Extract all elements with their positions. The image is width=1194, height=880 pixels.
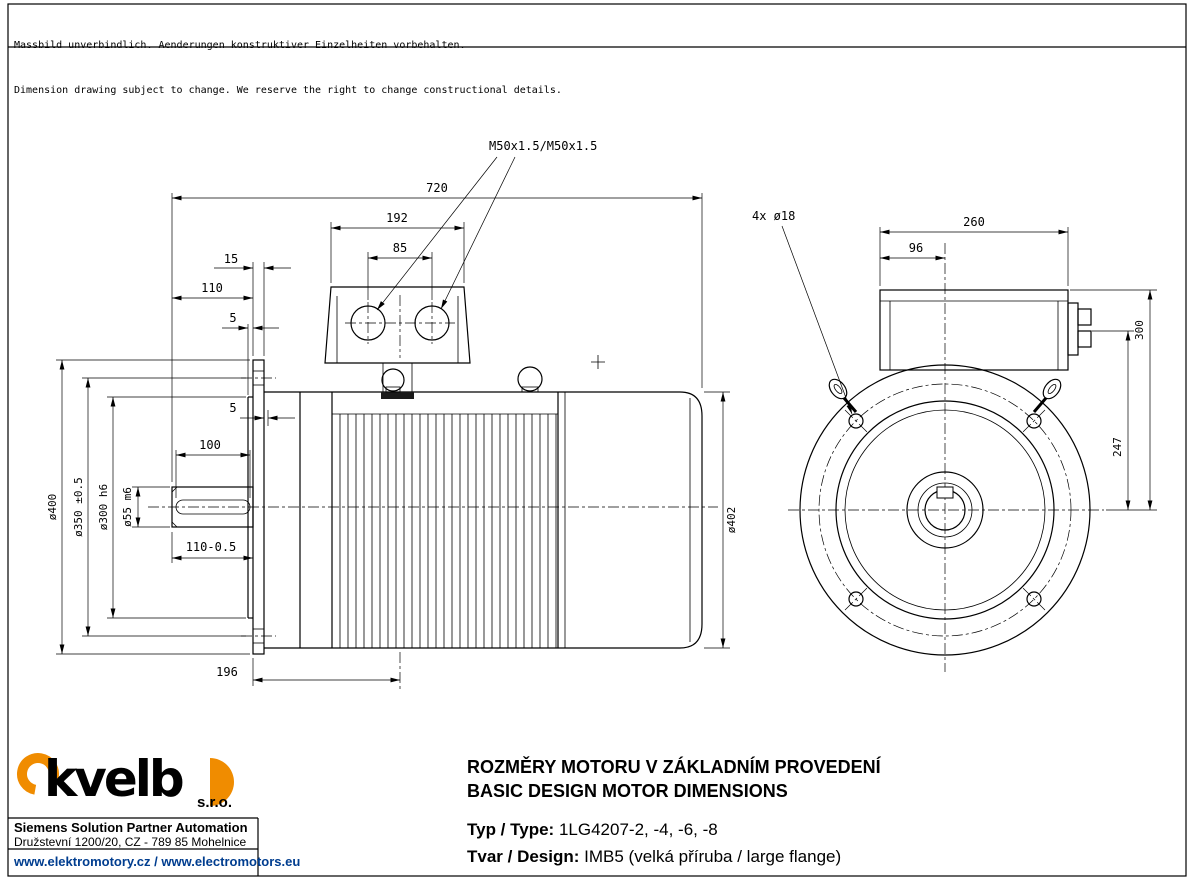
design-value: IMB5 (velká příruba / large flange) — [584, 847, 842, 866]
bolt-circle — [818, 383, 1072, 637]
side-view-dimensions: 720 192 85 15 110 5 — [46, 139, 738, 690]
design-label: Tvar / Design: — [467, 847, 580, 866]
type-value: 1LG4207-2, -4, -6, -8 — [558, 820, 718, 839]
lifting-eye — [381, 368, 405, 392]
dim-bolt-circle-dia: ø350 ±0.5 — [72, 477, 85, 537]
dim-box-length: 192 — [386, 211, 408, 225]
type-label: Typ / Type: — [467, 820, 555, 839]
dim-overall-length: 720 — [426, 181, 448, 195]
company-logo: kvelb s.r.o. — [14, 750, 264, 816]
terminal-box-front — [879, 289, 1092, 371]
cooling-fins — [339, 414, 557, 648]
flange-outer-circle — [799, 364, 1091, 656]
title-block: ROZMĚRY MOTORU V ZÁKLADNÍM PROVEDENÍ BAS… — [467, 755, 1027, 869]
dim-shaft-extension: 110 — [201, 281, 223, 295]
lifting-eye — [517, 366, 543, 392]
front-view-dimensions: 4x ø18 260 96 300 247 — [752, 209, 1157, 511]
side-view: 720 192 85 15 110 5 — [46, 139, 738, 690]
gland-plate — [1067, 302, 1079, 356]
logo-half-disc — [210, 758, 234, 806]
dim-flange-thickness: 15 — [224, 252, 238, 266]
flange-front — [799, 364, 1091, 656]
cable-gland-stub — [1077, 308, 1092, 326]
dim-key-length: 100 — [199, 438, 221, 452]
fan-cover — [557, 355, 703, 649]
spigot-circle — [835, 400, 1055, 620]
dim-flange-outer-dia: ø400 — [46, 494, 59, 521]
dim-frame-dia: ø402 — [725, 507, 738, 534]
dim-height-to-cable-axis: 247 — [1111, 437, 1124, 457]
dim-flange-holes: 4x ø18 — [752, 209, 795, 223]
flange — [241, 359, 276, 655]
dim-gland-spacing: 85 — [393, 241, 407, 255]
cable-gland-stub — [1077, 330, 1092, 348]
logo-arc — [17, 753, 59, 795]
website-links[interactable]: www.elektromotory.cz / www.electromotors… — [14, 854, 301, 869]
gasket — [381, 392, 414, 399]
disclaimer: Massbild unverbindlich. Aenderungen kons… — [14, 8, 562, 113]
disclaimer-line-de: Massbild unverbindlich. Aenderungen kons… — [14, 40, 466, 51]
logo-suffix: s.r.o. — [197, 794, 233, 811]
company-info: Siemens Solution Partner Automation Druž… — [14, 820, 258, 850]
keyway — [936, 486, 954, 499]
dim-spigot-dia: ø300 h6 — [97, 484, 110, 530]
disclaimer-line-en: Dimension drawing subject to change. We … — [14, 85, 562, 96]
shaft-key — [175, 499, 251, 515]
dim-face-to-cable-axis: 196 — [216, 665, 238, 679]
dim-shaft-dia: ø55 m6 — [121, 487, 134, 527]
drawing-title-en: BASIC DESIGN MOTOR DIMENSIONS — [467, 781, 788, 801]
motor-body — [264, 391, 558, 649]
dim-flange-gap: 5 — [229, 401, 236, 415]
dim-box-offset: 96 — [909, 241, 923, 255]
logo-wordmark: kvelb — [44, 750, 185, 808]
address-line: Družstevní 1200/20, CZ - 789 85 Mohelnic… — [14, 835, 247, 849]
lifting-eyes-side — [381, 366, 543, 393]
drawing-title-cz: ROZMĚRY MOTORU V ZÁKLADNÍM PROVEDENÍ — [467, 757, 881, 777]
front-view: 4x ø18 260 96 300 247 — [752, 209, 1157, 672]
partner-line: Siemens Solution Partner Automation — [14, 820, 248, 835]
dim-spigot-depth: 5 — [229, 311, 236, 325]
balance-mark — [591, 355, 605, 369]
terminal-box-side — [324, 286, 471, 399]
page-border — [7, 3, 1187, 877]
dim-box-width: 260 — [963, 215, 985, 229]
logo-graphics — [17, 753, 234, 806]
dim-cable-glands: M50x1.5/M50x1.5 — [489, 139, 597, 153]
bearing-hub-circle — [906, 471, 984, 549]
dim-height-to-box-top: 300 — [1133, 320, 1146, 340]
dim-shaft-extension-tol: 110-0.5 — [186, 540, 237, 554]
